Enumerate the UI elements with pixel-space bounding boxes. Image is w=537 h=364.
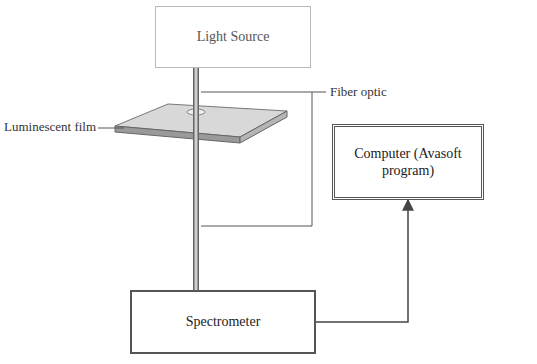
leader-line [96, 128, 124, 129]
signal-arrow [316, 200, 408, 322]
fiber-outer [193, 68, 199, 290]
film-plate [115, 104, 287, 143]
holder-line [201, 92, 312, 226]
computer-box: Computer (Avasoft program) [332, 124, 484, 200]
arrow-line [316, 200, 408, 322]
part-label: Luminescent film [2, 119, 98, 135]
node-label: Computer (Avasoft program) [345, 145, 471, 180]
part-label: Fiber optic [328, 84, 389, 100]
light-source-box: Light Source [155, 6, 311, 68]
fiber-optic [196, 68, 197, 290]
leader-line [312, 92, 326, 93]
node-label: Spectrometer [186, 313, 261, 331]
spectrometer-box: Spectrometer [130, 290, 316, 354]
node-label: Light Source [197, 28, 270, 46]
fiber-core [195, 68, 198, 290]
